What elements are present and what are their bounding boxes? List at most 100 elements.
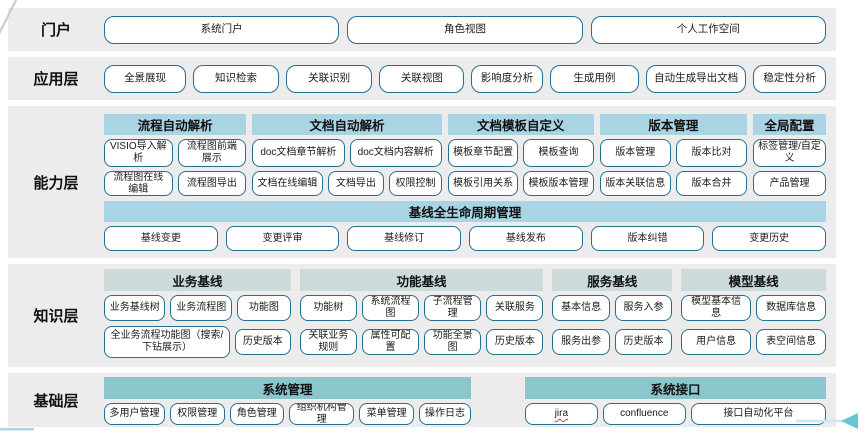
fnd-box-menu-mgmt: 菜单管理 bbox=[359, 403, 414, 425]
fnd-group-system-mgmt: 系统管理 多用户管理 权限管理 角色管理 组织机构管理 菜单管理 操作日志 bbox=[104, 377, 472, 425]
knw-box-tablespace-info: 表空间信息 bbox=[756, 329, 827, 355]
portal-box-system-portal: 系统门户 bbox=[104, 15, 340, 44]
knw-group-model-baseline-header: 模型基线 bbox=[681, 269, 827, 291]
fnd-group-system-interface-header: 系统接口 bbox=[525, 377, 826, 399]
cap-box-template-reference: 模板引用关系 bbox=[447, 171, 519, 196]
foundation-content: 系统管理 多用户管理 权限管理 角色管理 组织机构管理 菜单管理 操作日志 系统… bbox=[104, 373, 836, 427]
cap-group-template-custom-header: 文档模板自定义 bbox=[447, 114, 594, 135]
capability-content: 流程自动解析 VISIO导入解析 流程图前端展示 流程图在线编辑 流程图导出 文… bbox=[104, 106, 836, 258]
knw-box-service-input-params: 服务入参 bbox=[614, 295, 673, 321]
knw-box-service-output-params: 服务出参 bbox=[552, 329, 610, 355]
portal-box-personal-workspace: 个人工作空间 bbox=[590, 15, 826, 44]
knowledge-content: 业务基线 业务基线树 业务流程图 功能图 全业务流程功能图（搜索/下钻展示） 历… bbox=[104, 264, 836, 367]
cap-box-version-mgmt: 版本管理 bbox=[599, 139, 671, 167]
cap-group-process-parse: 流程自动解析 VISIO导入解析 流程图前端展示 流程图在线编辑 流程图导出 bbox=[104, 114, 247, 196]
knw-box-system-flowchart: 系统流程图 bbox=[361, 295, 420, 321]
cap-box-template-query: 模板查询 bbox=[523, 139, 594, 167]
app-box-generate-usecase: 生成用例 bbox=[549, 64, 640, 93]
knw-group-business-baseline-header: 业务基线 bbox=[104, 269, 291, 291]
cap-box-version-relation-info: 版本关联信息 bbox=[599, 171, 671, 196]
cap-box-tag-mgmt: 标签管理/自定义 bbox=[753, 139, 826, 167]
cap-baseline-row: 基线变更 变更评审 基线修订 基线发布 版本纠错 变更历史 bbox=[104, 226, 827, 251]
knw-group-model-baseline: 模型基线 模型基本信息 数据库信息 用户信息 表空间信息 bbox=[681, 269, 827, 358]
capability-layer-label: 能力层 bbox=[33, 174, 79, 192]
knw-box-history-version-1: 历史版本 bbox=[234, 329, 291, 355]
knw-box-basic-info: 基本信息 bbox=[552, 295, 610, 321]
knw-box-related-services: 关联服务 bbox=[486, 295, 544, 321]
cap-group-doc-parse-header: 文档自动解析 bbox=[252, 114, 442, 135]
cap-box-change-history: 变更历史 bbox=[712, 226, 827, 251]
bottom-left-line bbox=[0, 428, 34, 431]
knw-box-history-version-3: 历史版本 bbox=[614, 329, 673, 355]
app-box-auto-export-doc: 自动生成导出文档 bbox=[646, 64, 747, 93]
portal-box-role-view: 角色视图 bbox=[347, 15, 583, 44]
cap-box-version-compare: 版本比对 bbox=[675, 139, 748, 167]
knw-group-service-baseline-header: 服务基线 bbox=[552, 269, 673, 291]
cap-group-global-config: 全局配置 标签管理/自定义 产品管理 bbox=[753, 114, 826, 196]
knw-group-function-baseline-header: 功能基线 bbox=[299, 269, 544, 291]
cap-box-template-version-mgmt: 模板版本管理 bbox=[523, 171, 594, 196]
fnd-group-system-mgmt-header: 系统管理 bbox=[104, 377, 472, 399]
knw-box-full-business-flow-map: 全业务流程功能图（搜索/下钻展示） bbox=[104, 326, 230, 358]
cap-box-change-review: 变更评审 bbox=[225, 226, 340, 251]
cap-box-baseline-change: 基线变更 bbox=[104, 226, 218, 251]
cap-box-visio-import: VISIO导入解析 bbox=[104, 139, 173, 167]
app-box-impact-analysis: 影响度分析 bbox=[471, 64, 543, 93]
cap-group-doc-parse: 文档自动解析 doc文档章节解析 doc文档内容解析 文档在线编辑 文档导出 权… bbox=[252, 114, 442, 196]
foundation-layer-label: 基础层 bbox=[33, 392, 79, 410]
cap-group-global-config-header: 全局配置 bbox=[753, 114, 826, 135]
cap-box-baseline-revise: 基线修订 bbox=[347, 226, 462, 251]
app-box-relation-view: 关联视图 bbox=[379, 64, 465, 93]
cap-group-version-mgmt: 版本管理 版本管理 版本比对 版本关联信息 版本合并 bbox=[599, 114, 748, 196]
fnd-box-org-mgmt: 组织机构管理 bbox=[288, 403, 355, 425]
knw-box-model-basic-info: 模型基本信息 bbox=[681, 295, 752, 321]
fnd-box-confluence: confluence bbox=[602, 403, 686, 425]
knw-box-history-version-2: 历史版本 bbox=[486, 329, 544, 355]
cap-baseline-lifecycle-header: 基线全生命周期管理 bbox=[104, 201, 826, 222]
portal-layer-label: 门户 bbox=[40, 22, 71, 39]
fnd-box-multiuser-mgmt: 多用户管理 bbox=[104, 403, 166, 425]
knw-group-service-baseline: 服务基线 基本信息 服务入参 服务出参 历史版本 bbox=[552, 269, 673, 358]
cap-box-flowchart-frontend: 流程图前端展示 bbox=[177, 139, 247, 167]
fnd-box-role-mgmt: 角色管理 bbox=[229, 403, 284, 425]
application-buttons-row: 全景展现 知识检索 关联识别 关联视图 影响度分析 生成用例 自动生成导出文档 … bbox=[104, 57, 836, 100]
knw-box-function-panorama: 功能全景图 bbox=[424, 329, 482, 355]
fnd-box-jira: jira bbox=[525, 403, 598, 425]
fnd-box-permission-mgmt: 权限管理 bbox=[170, 403, 225, 425]
application-layer-band: 应用层 全景展现 知识检索 关联识别 关联视图 影响度分析 生成用例 自动生成导… bbox=[8, 57, 836, 100]
cap-group-version-mgmt-header: 版本管理 bbox=[599, 114, 748, 135]
left-arrow-icon bbox=[841, 413, 858, 429]
cap-box-version-merge: 版本合并 bbox=[675, 171, 748, 196]
knw-box-user-info: 用户信息 bbox=[681, 329, 752, 355]
app-box-stability-analysis: 稳定性分析 bbox=[753, 64, 826, 93]
cap-box-flowchart-export: 流程图导出 bbox=[177, 171, 247, 196]
cap-group-template-custom: 文档模板自定义 模板章节配置 模板查询 模板引用关系 模板版本管理 bbox=[447, 114, 594, 196]
foundation-layer-band: 基础层 系统管理 多用户管理 权限管理 角色管理 组织机构管理 菜单管理 操作日… bbox=[8, 373, 836, 427]
cap-box-flowchart-online-edit: 流程图在线编辑 bbox=[104, 171, 173, 196]
cap-group-process-parse-header: 流程自动解析 bbox=[104, 114, 247, 135]
fnd-box-operation-log: 操作日志 bbox=[418, 403, 472, 425]
cap-box-product-mgmt: 产品管理 bbox=[753, 171, 826, 196]
cap-box-version-correction: 版本纠错 bbox=[590, 226, 705, 251]
knw-box-subprocess-mgmt: 子流程管理 bbox=[424, 295, 482, 321]
knw-box-function-diagram: 功能图 bbox=[236, 295, 291, 321]
portal-buttons-row: 系统门户 角色视图 个人工作空间 bbox=[104, 8, 836, 51]
cap-box-doc-online-edit: 文档在线编辑 bbox=[252, 171, 323, 196]
app-box-knowledge-search: 知识检索 bbox=[193, 64, 279, 93]
app-box-panorama: 全景展现 bbox=[104, 64, 187, 93]
app-box-relation-identify: 关联识别 bbox=[285, 64, 373, 93]
capability-layer-band: 能力层 流程自动解析 VISIO导入解析 流程图前端展示 流程图在线编辑 流程图… bbox=[8, 106, 836, 258]
application-layer-label: 应用层 bbox=[33, 71, 79, 88]
cap-box-doc-export: 文档导出 bbox=[327, 171, 385, 196]
cap-box-doc-chapter-parse: doc文档章节解析 bbox=[252, 139, 345, 167]
knowledge-layer-band: 知识层 业务基线 业务基线树 业务流程图 功能图 全业务流程功能图（搜索/下钻展… bbox=[8, 264, 836, 367]
knw-group-business-baseline: 业务基线 业务基线树 业务流程图 功能图 全业务流程功能图（搜索/下钻展示） 历… bbox=[104, 269, 291, 358]
portal-layer-band: 门户 系统门户 角色视图 个人工作空间 bbox=[8, 8, 836, 51]
fnd-box-interface-automation-platform: 接口自动化平台 bbox=[690, 403, 826, 425]
jira-label: jira bbox=[554, 408, 569, 419]
cap-box-baseline-release: 基线发布 bbox=[469, 226, 583, 251]
knw-box-business-flowchart: 业务流程图 bbox=[170, 295, 232, 321]
knw-group-function-baseline: 功能基线 功能树 系统流程图 子流程管理 关联服务 关联业务规则 属性可配置 功… bbox=[299, 269, 544, 358]
fnd-group-system-interface: 系统接口 jira confluence 接口自动化平台 bbox=[525, 377, 826, 425]
